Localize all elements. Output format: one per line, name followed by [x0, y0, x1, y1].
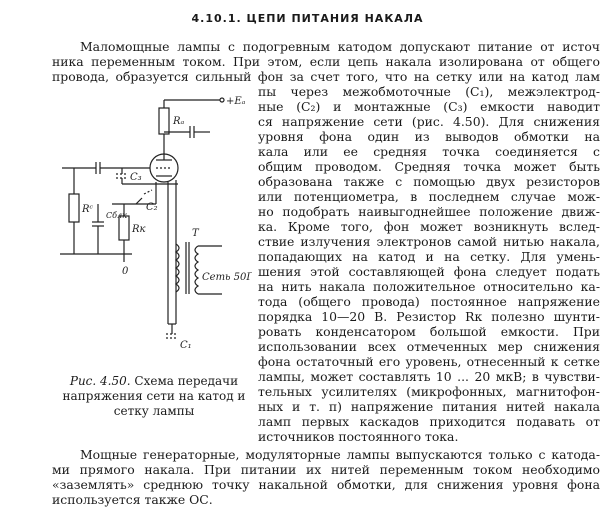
text-line: шения этой составляющей фона следует под…	[258, 264, 600, 279]
label-rc: Rᶜ	[81, 204, 94, 215]
label-ra: Rₐ	[172, 116, 185, 127]
text-line: кала или ее средняя точка соединяется с	[258, 144, 600, 159]
text-line: лампы, может составлять 10 ... 20 мкВ; в…	[258, 369, 600, 384]
figure-caption: Рис. 4.50. Схема передачи напряжения сет…	[56, 374, 252, 419]
text-line: порядка 10—20 В. Резистор Rк полезно шун…	[258, 309, 600, 324]
text-line: «заземлять» среднюю точку накальной обмо…	[52, 477, 600, 492]
text-line: используется также ОС.	[52, 492, 213, 507]
label-cblk: Cблк	[106, 211, 127, 220]
anode-resistor	[158, 107, 170, 135]
text-line: ровать конденсатором большой емкости. Пр…	[258, 324, 600, 339]
text-line: уровня фона один из выводов обмотки на	[258, 129, 600, 144]
grid-resistor	[68, 193, 80, 223]
text-line: ника переменным током. При этом, если це…	[52, 54, 600, 69]
label-rk: Rк	[131, 224, 146, 235]
text-line: на нить накала положительное относительн…	[258, 279, 600, 294]
text-line: или потенциометра, в последнем случае мо…	[258, 189, 600, 204]
text-line: ламп первых каскадов приходится подавать…	[258, 414, 600, 429]
label-c3: C₃	[130, 172, 142, 183]
label-network: Сеть 50Гц	[202, 272, 252, 283]
book-page: 4.10.1. ЦЕПИ ПИТАНИЯ НАКАЛА Маломощные л…	[52, 12, 600, 507]
text-line: Маломощные лампы с подогревным катодом д…	[80, 39, 600, 54]
transformer-primary	[194, 245, 200, 295]
label-zero: 0	[122, 266, 129, 277]
text-line: ми прямого накала. При питании их нитей …	[52, 462, 600, 477]
circuit-svg: +Eₐ Rₐ C₃ C₂ Rᶜ Cблк Rк 0 T Сеть 50Гц C₁	[60, 96, 260, 351]
text-line: фона остаточный его уровень, отнесенный …	[258, 354, 600, 369]
caption-label: Рис. 4.50.	[69, 374, 131, 388]
text-line: ных и т. п) напряжение питания нитей нак…	[258, 399, 600, 414]
text-line: использовании всех отмеченных мер снижен…	[258, 339, 600, 354]
text-line: попадающих на катод и на сетку. Для умен…	[258, 249, 600, 264]
text-line: тода (общего провода) постоянное напряже…	[258, 294, 600, 309]
text-line: но подобрать наивыгоднейшее положение дв…	[258, 204, 600, 219]
text-line: ствие излучения электронов самой нитью н…	[258, 234, 600, 249]
section-heading: 4.10.1. ЦЕПИ ПИТАНИЯ НАКАЛА	[191, 12, 424, 25]
text-line: пы через межобмоточные (C₁), межэлектрод…	[258, 84, 600, 99]
text-line: тельных усилителях (микрофонных, магнито…	[258, 384, 600, 399]
text-line: ся напряжение сети (рис. 4.50). Для сниж…	[258, 114, 600, 129]
text-line: ные (C₂) и монтажные (C₃) емкости наводи…	[258, 99, 600, 114]
text-line: источников постоянного тока.	[258, 429, 459, 444]
text-line: общим проводом. Средняя точка может быть	[258, 159, 600, 174]
text-line: ка. Кроме того, фон может возникнуть всл…	[258, 219, 600, 234]
caption-text: Схема передачи напряжения сети на катод …	[62, 374, 246, 418]
text-line: Мощные генераторные, модуляторные лампы …	[80, 447, 600, 462]
text-line: образована также с помощью двух резистор…	[258, 174, 600, 189]
transformer-secondary	[174, 243, 180, 293]
label-supply: +Eₐ	[226, 96, 246, 107]
text-line: провода, образуется сильный фон за счет …	[52, 69, 600, 84]
label-c2: C₂	[146, 202, 158, 213]
circuit-diagram: +Eₐ Rₐ C₃ C₂ Rᶜ Cблк Rк 0 T Сеть 50Гц C₁	[52, 84, 260, 369]
label-c1: C₁	[180, 340, 192, 351]
label-transformer: T	[192, 228, 200, 239]
